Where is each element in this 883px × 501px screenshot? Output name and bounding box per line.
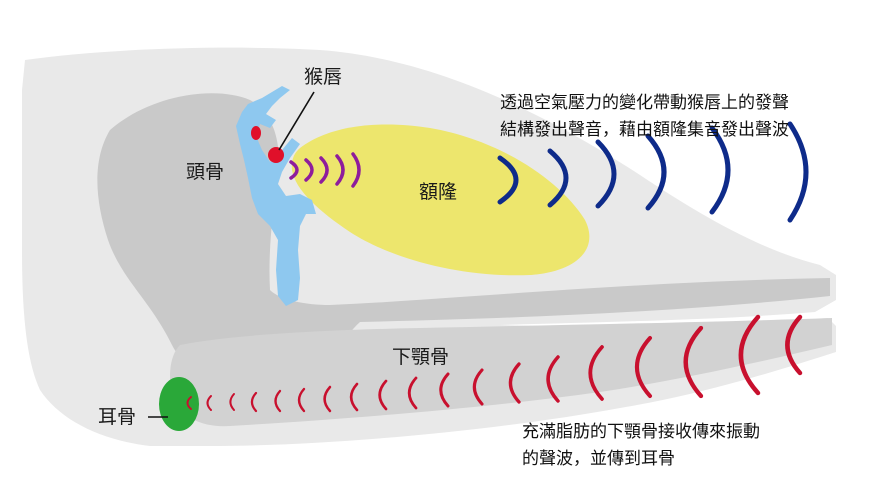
received-wave-arc bbox=[323, 385, 332, 413]
monkey-lips-pointer bbox=[278, 91, 315, 151]
emitted-wave-arc bbox=[497, 155, 519, 205]
received-sound-waves bbox=[186, 314, 803, 413]
emitted-sound-waves-small bbox=[289, 152, 361, 188]
received-wave-arc bbox=[250, 391, 258, 413]
small-wave-arc bbox=[335, 154, 345, 186]
small-wave-arc bbox=[319, 156, 329, 184]
received-wave-arc bbox=[738, 314, 761, 396]
reception-caption: 充滿脂肪的下顎骨接收傳來振動 的聲波，並傳到耳骨 bbox=[522, 419, 760, 473]
small-wave-arc bbox=[304, 158, 314, 182]
lower-jaw-bone bbox=[170, 318, 833, 427]
received-wave-arc bbox=[186, 396, 192, 410]
ear-bone bbox=[159, 377, 199, 431]
received-wave-arc bbox=[683, 325, 704, 399]
skull-bone bbox=[97, 93, 831, 391]
small-wave-arc bbox=[289, 160, 299, 180]
received-wave-arc bbox=[297, 387, 306, 413]
received-wave-arc bbox=[378, 379, 388, 411]
reception-caption-line-1: 充滿脂肪的下顎骨接收傳來振動 bbox=[522, 422, 760, 442]
emitted-wave-arc bbox=[787, 121, 809, 223]
emitted-sound-waves bbox=[497, 121, 809, 223]
received-wave-arc bbox=[508, 362, 521, 404]
melon bbox=[291, 124, 590, 276]
emitted-wave-arc bbox=[709, 125, 731, 215]
received-wave-arc bbox=[635, 336, 652, 398]
received-wave-arc bbox=[229, 393, 235, 411]
received-wave-arc bbox=[274, 389, 282, 413]
received-wave-arc bbox=[472, 368, 484, 406]
monkey-lips-label: 猴唇 bbox=[304, 66, 343, 88]
received-wave-arc bbox=[407, 376, 418, 410]
skull-label: 頭骨 bbox=[186, 161, 225, 183]
emitted-wave-arc bbox=[645, 133, 667, 211]
monkey-lips-small bbox=[251, 126, 261, 140]
received-wave-arc bbox=[546, 355, 560, 403]
reception-caption-line-2: 的聲波，並傳到耳骨 bbox=[522, 449, 675, 469]
received-wave-arc bbox=[588, 345, 604, 401]
melon-label: 額隆 bbox=[419, 181, 458, 203]
air-passage bbox=[236, 86, 316, 306]
ear-bone-label: 耳骨 bbox=[98, 406, 137, 428]
monkey-lips bbox=[268, 147, 284, 163]
emission-caption-line-1: 透過空氣壓力的變化帶動猴唇上的發聲 bbox=[500, 93, 789, 113]
received-wave-arc bbox=[206, 395, 212, 411]
received-wave-arc bbox=[439, 372, 450, 408]
emitted-wave-arc bbox=[547, 148, 569, 208]
small-wave-arc bbox=[351, 152, 361, 188]
emitted-wave-arc bbox=[595, 139, 617, 209]
received-wave-arc bbox=[349, 382, 359, 412]
emission-caption: 透過空氣壓力的變化帶動猴唇上的發聲 結構發出聲音，藉由額隆集音發出聲波 bbox=[500, 90, 789, 144]
emission-caption-line-2: 結構發出聲音，藉由額隆集音發出聲波 bbox=[500, 120, 789, 140]
received-wave-arc bbox=[785, 314, 803, 376]
lower-jaw-label: 下顎骨 bbox=[392, 346, 450, 368]
